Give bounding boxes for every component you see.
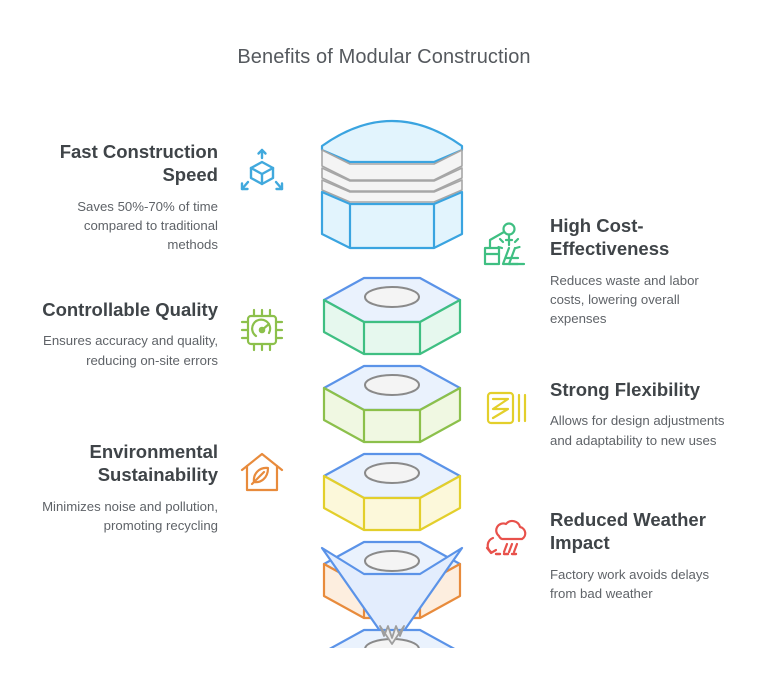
- stack-layer-0: [320, 190, 464, 250]
- stack-layer-1: [322, 276, 462, 356]
- cloud-rain-refresh-icon: [482, 512, 534, 564]
- benefit-title: Controllable Quality: [42, 299, 218, 320]
- flexible-panel-icon: [482, 382, 534, 434]
- benefit-title: Strong Flexibility: [550, 379, 701, 400]
- benefit-high-cost-effectiveness: High Cost-Effectiveness Reduces waste an…: [482, 214, 734, 328]
- stack-band-2: [321, 167, 463, 192]
- benefit-description: Reduces waste and labor costs, lowering …: [550, 272, 699, 327]
- benefit-title: Environmental Sustainability: [89, 441, 219, 486]
- benefit-text: Fast Construction Speed Saves 50%-70% of…: [38, 140, 218, 254]
- benefit-text: Strong Flexibility Allows for design adj…: [550, 378, 740, 450]
- house-leaf-icon: [236, 446, 288, 498]
- stack-band-3: [321, 179, 463, 203]
- benefit-fast-construction-speed: Fast Construction Speed Saves 50%-70% of…: [38, 140, 288, 254]
- stack-band-1: [321, 149, 463, 181]
- benefit-title: Fast Construction Speed: [59, 141, 218, 186]
- page-title: Benefits of Modular Construction: [237, 46, 531, 68]
- benefit-description: Minimizes noise and pollution, promoting…: [42, 498, 218, 534]
- benefit-description: Ensures accuracy and quality, reducing o…: [43, 333, 218, 368]
- benefit-title: High Cost-Effectiveness: [550, 215, 670, 260]
- expand-cube-icon: [236, 146, 288, 198]
- chip-gauge-icon: [236, 304, 288, 356]
- stack-funnel-tip: [379, 625, 405, 645]
- stacked-hex-funnel-graphic: [294, 88, 490, 648]
- benefit-description: Factory work avoids delays from bad weat…: [550, 566, 710, 602]
- benefit-text: Controllable Quality Ensures accuracy an…: [18, 298, 218, 370]
- benefit-description: Saves 50%-70% of time compared to tradit…: [77, 198, 218, 253]
- benefit-title: Reduced Weather Impact: [550, 509, 706, 554]
- benefit-controllable-quality: Controllable Quality Ensures accuracy an…: [18, 298, 288, 370]
- benefit-text: Environmental Sustainability Minimizes n…: [38, 440, 218, 535]
- benefit-reduced-weather-impact: Reduced Weather Impact Factory work avoi…: [482, 508, 734, 603]
- stack-layer-3: [322, 452, 462, 532]
- benefit-description: Allows for design adjustments and adapta…: [550, 413, 725, 448]
- benefit-text: Reduced Weather Impact Factory work avoi…: [550, 508, 734, 603]
- benefit-environmental-sustainability: Environmental Sustainability Minimizes n…: [38, 440, 288, 535]
- benefit-text: High Cost-Effectiveness Reduces waste an…: [550, 214, 734, 328]
- benefit-strong-flexibility: Strong Flexibility Allows for design adj…: [482, 378, 740, 450]
- robot-arm-icon: [482, 218, 534, 270]
- stack-layer-2: [322, 364, 462, 444]
- stack-top-dome: [320, 120, 464, 164]
